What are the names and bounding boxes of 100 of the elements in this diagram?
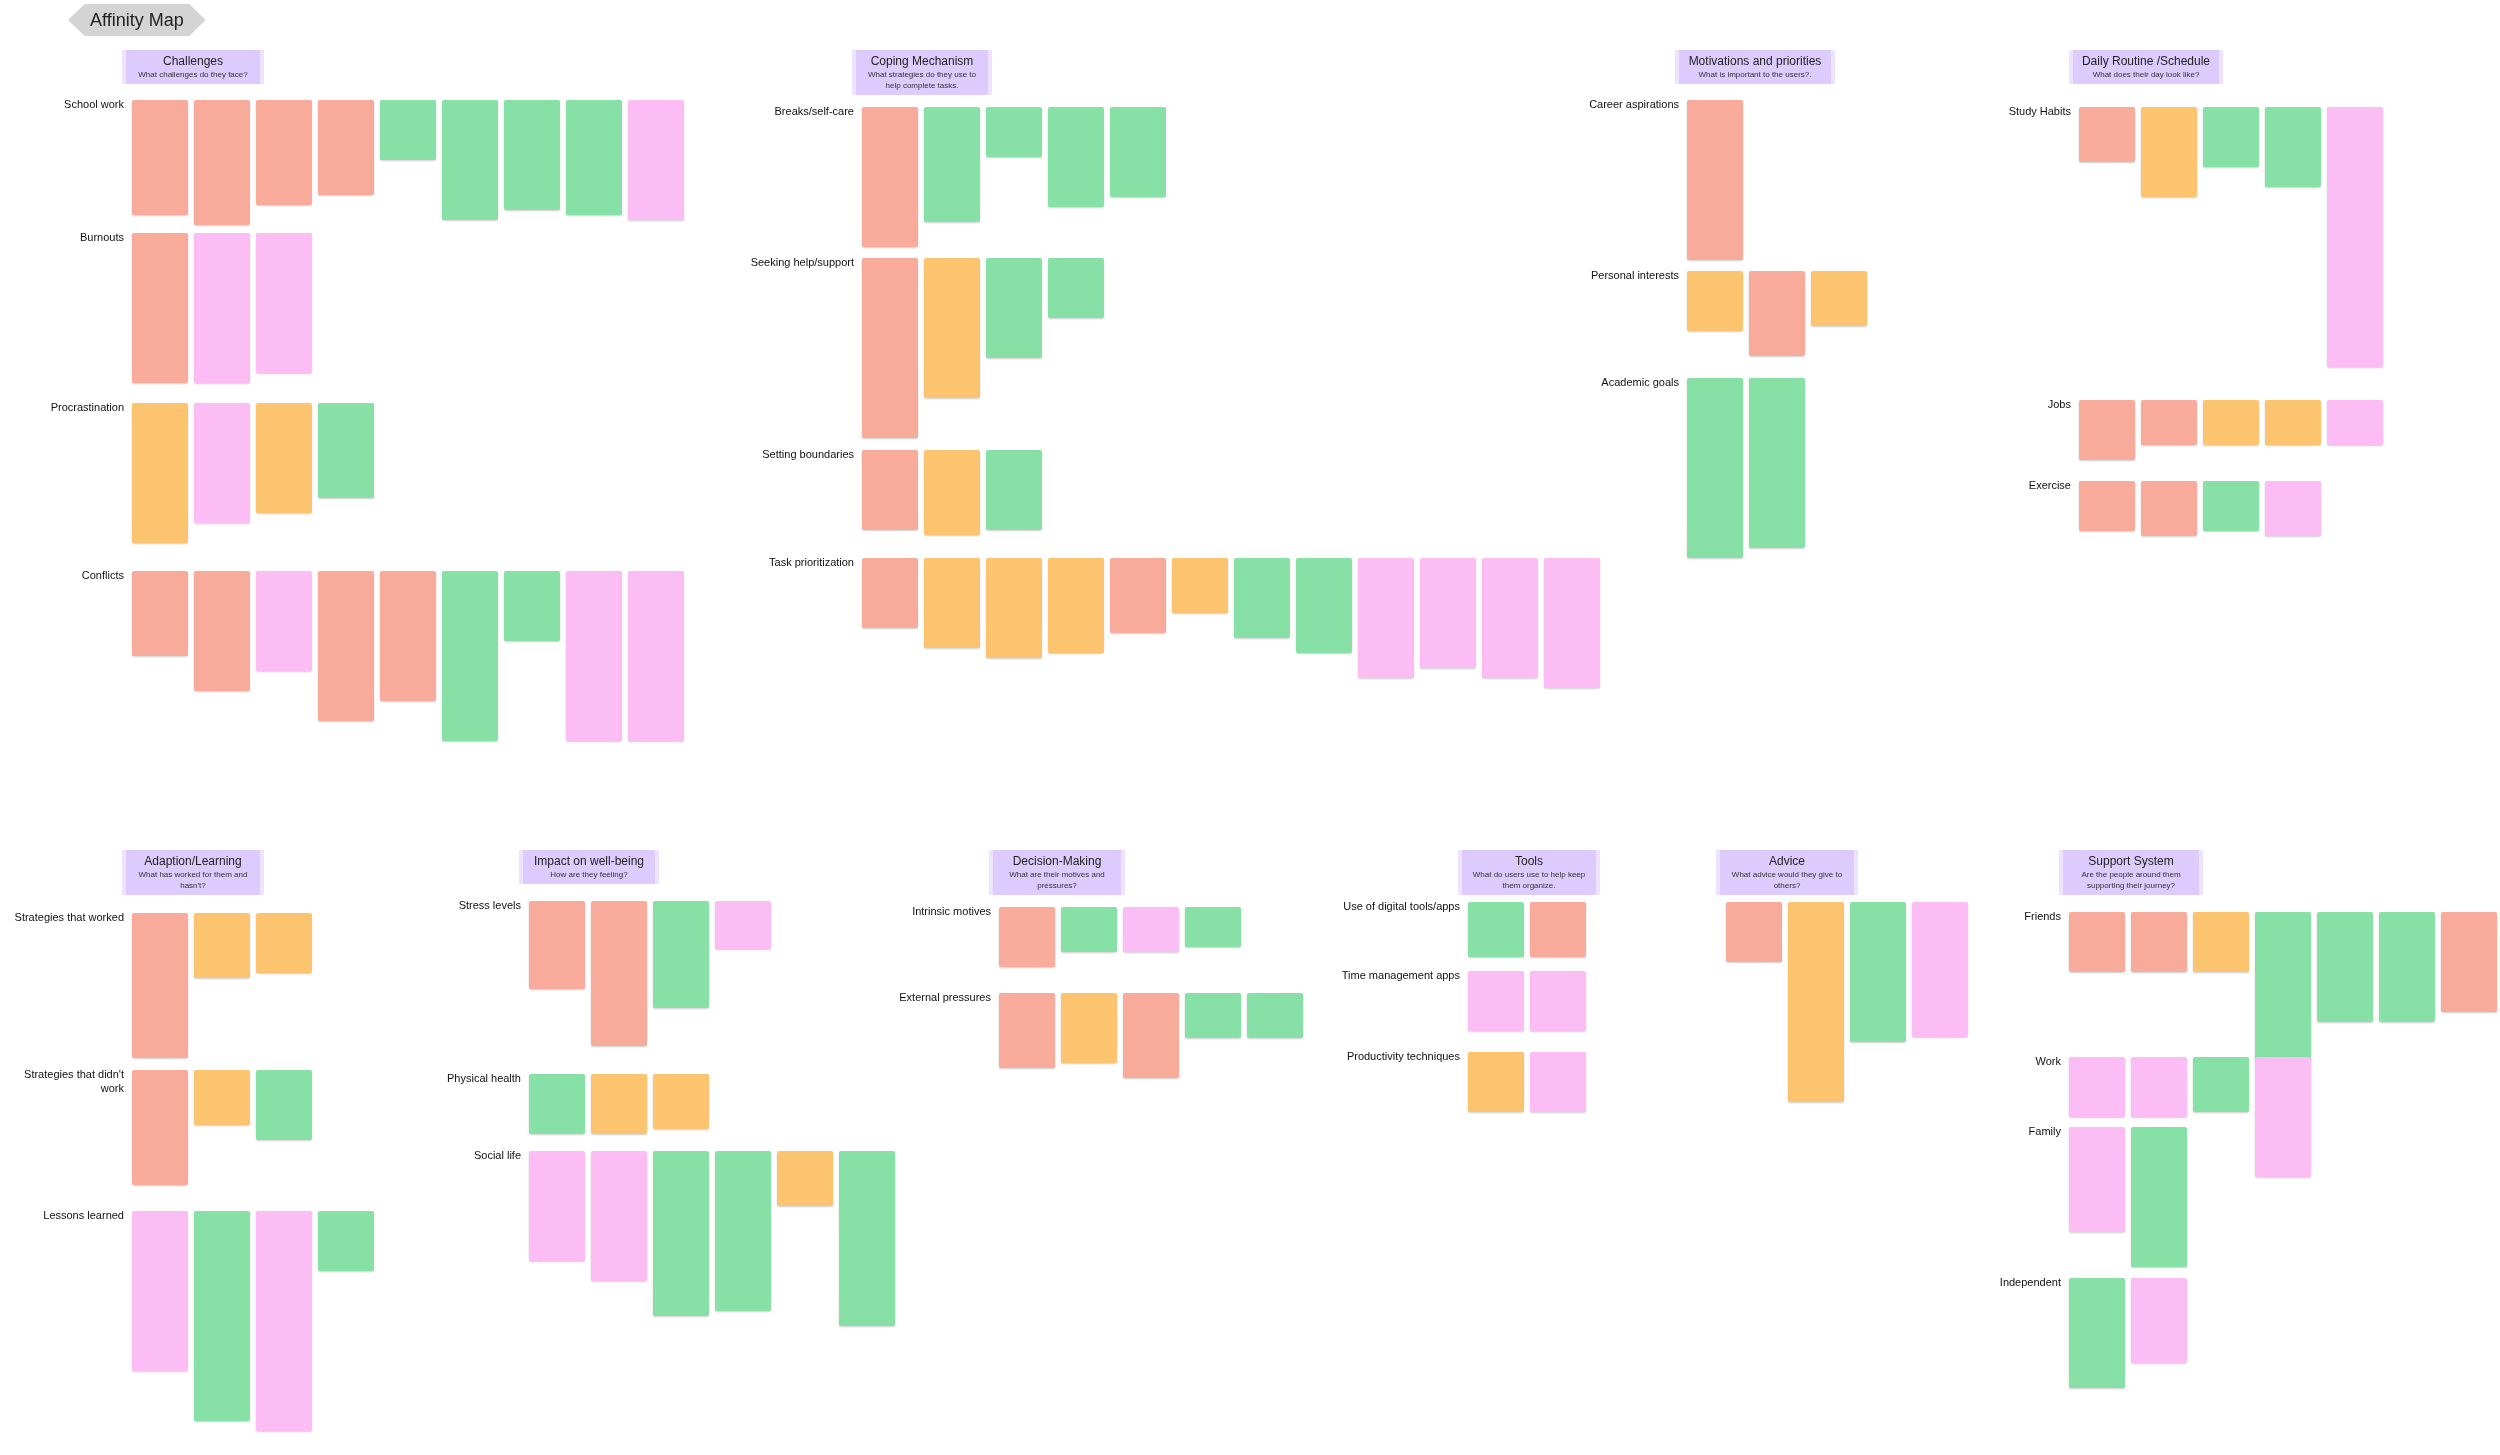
sticky-note: [132, 913, 188, 1058]
sticky-note: [986, 558, 1042, 658]
sticky-note: [132, 1070, 188, 1185]
sticky-note: [529, 1074, 585, 1134]
sticky-note: [504, 571, 560, 641]
sticky-note: [628, 571, 684, 741]
sticky-note: [999, 993, 1055, 1068]
sticky-note: [132, 403, 188, 543]
sticky-note: [591, 1151, 647, 1281]
sticky-note: [566, 100, 622, 215]
sticky-note: [1468, 1052, 1524, 1112]
sticky-note: [132, 571, 188, 656]
row-label: Productivity techniques: [1346, 1049, 1460, 1063]
sticky-note: [2141, 107, 2197, 197]
sticky-note: [2317, 912, 2373, 1022]
sticky-note: [566, 571, 622, 741]
row-label: School work: [64, 97, 124, 111]
sticky-note: [1123, 993, 1179, 1078]
sticky-note: [2327, 400, 2383, 445]
sticky-note: [2265, 481, 2321, 536]
sticky-note: [2079, 400, 2135, 460]
sticky-note: [924, 258, 980, 398]
sticky-note: [986, 107, 1042, 157]
sticky-note: [1912, 902, 1968, 1037]
sticky-note: [1811, 271, 1867, 326]
row-label: Social life: [473, 1148, 521, 1162]
header-subtitle: What does their day look like?: [2092, 69, 2200, 80]
sticky-note: [256, 913, 312, 973]
sticky-note: [591, 901, 647, 1046]
sticky-note: [1544, 558, 1600, 688]
row-label: Career aspirations: [1589, 97, 1679, 111]
sticky-note: [380, 100, 436, 160]
category-header: [1675, 50, 1835, 84]
sticky-note: [318, 403, 374, 498]
row-label: Use of digital tools/apps: [1343, 899, 1460, 913]
sticky-note: [2079, 107, 2135, 162]
sticky-note: [862, 258, 918, 438]
sticky-note: [1788, 902, 1844, 1102]
sticky-note: [1482, 558, 1538, 678]
row-label: Strategies that worked: [14, 910, 124, 924]
row-label: Physical health: [447, 1071, 521, 1085]
sticky-note: [2131, 912, 2187, 972]
category-header: [2059, 850, 2203, 895]
sticky-note: [504, 100, 560, 210]
sticky-note: [1726, 902, 1782, 962]
sticky-note: [986, 450, 1042, 530]
sticky-note: [715, 901, 771, 949]
sticky-note: [1048, 107, 1104, 207]
sticky-note: [653, 1151, 709, 1316]
sticky-note: [1247, 993, 1303, 1038]
row-label: Work: [2035, 1054, 2061, 1068]
sticky-note: [194, 1211, 250, 1421]
category-header: [1716, 850, 1858, 895]
sticky-note: [132, 233, 188, 383]
sticky-note: [256, 233, 312, 373]
sticky-note: [1687, 271, 1743, 331]
header-title: Adaption/Learning: [144, 854, 242, 869]
row-label: Stress levels: [458, 898, 521, 912]
sticky-note: [1749, 378, 1805, 548]
sticky-note: [715, 1151, 771, 1311]
sticky-note: [194, 100, 250, 225]
sticky-note: [318, 571, 374, 721]
sticky-note: [1687, 100, 1743, 260]
header-subtitle: What has worked for them and hasn't?: [137, 869, 249, 891]
sticky-note: [1530, 971, 1586, 1031]
sticky-note: [380, 571, 436, 701]
sticky-note: [2203, 481, 2259, 531]
sticky-note: [256, 571, 312, 671]
sticky-note: [1061, 993, 1117, 1063]
row-label: Academic goals: [1601, 375, 1679, 389]
sticky-note: [1185, 907, 1241, 947]
sticky-note: [2441, 912, 2497, 1012]
sticky-note: [194, 571, 250, 691]
row-label: Jobs: [2047, 397, 2071, 411]
sticky-note: [2193, 1057, 2249, 1112]
sticky-note: [1061, 907, 1117, 952]
sticky-note: [2141, 400, 2197, 445]
sticky-note: [2069, 1057, 2125, 1117]
sticky-note: [1358, 558, 1414, 678]
sticky-note: [2079, 481, 2135, 531]
header-subtitle: How are they feeling?: [550, 869, 628, 880]
header-title: Tools: [1515, 854, 1543, 869]
sticky-note: [318, 1211, 374, 1271]
row-label: Exercise: [2028, 478, 2071, 492]
sticky-note: [2265, 107, 2321, 187]
sticky-note: [2203, 400, 2259, 445]
sticky-note: [999, 907, 1055, 967]
row-label: Procrastination: [50, 400, 124, 414]
row-label: Friends: [2024, 909, 2061, 923]
sticky-note: [839, 1151, 895, 1326]
header-title: Motivations and priorities: [1688, 54, 1822, 69]
sticky-note: [862, 558, 918, 628]
row-label: Time management apps: [1341, 968, 1460, 982]
row-label: Personal interests: [1590, 268, 1679, 282]
row-label: Burnouts: [79, 230, 124, 244]
sticky-note: [256, 100, 312, 205]
sticky-note: [1110, 107, 1166, 197]
sticky-note: [1123, 907, 1179, 952]
category-header: [989, 850, 1125, 895]
sticky-note: [2255, 1057, 2311, 1177]
